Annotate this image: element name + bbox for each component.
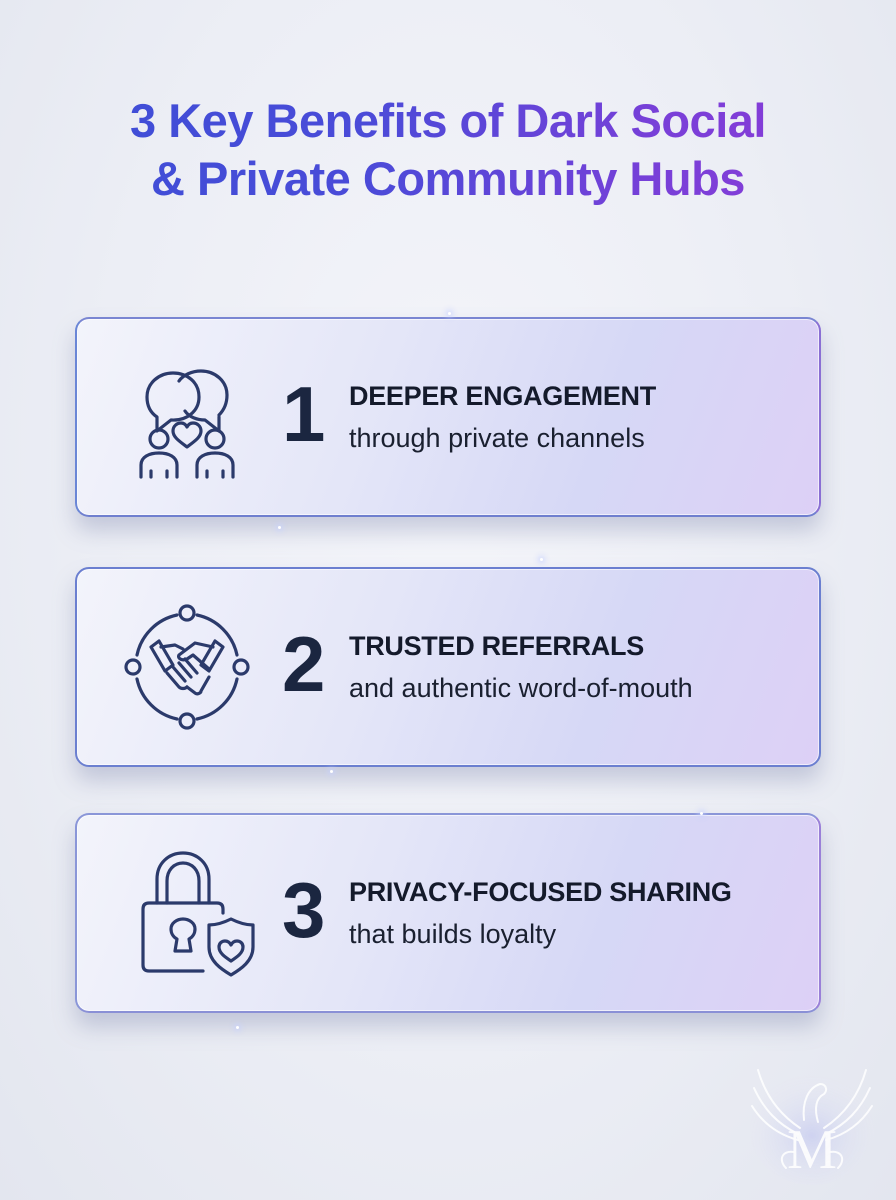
benefit-number: 1 bbox=[282, 370, 326, 458]
svg-text:M: M bbox=[787, 1119, 837, 1181]
benefit-heading: TRUSTED REFERRALS bbox=[349, 631, 644, 661]
benefit-subtext: that builds loyalty bbox=[349, 919, 557, 949]
page-title: 3 Key Benefits of Dark Social & Private … bbox=[0, 92, 896, 208]
sparkle-decoration bbox=[700, 812, 703, 815]
padlock-shield-heart-icon bbox=[141, 851, 255, 977]
handshake-network-icon bbox=[124, 604, 250, 730]
sparkle-decoration bbox=[278, 526, 281, 529]
benefit-heading: DEEPER ENGAGEMENT bbox=[349, 381, 656, 411]
benefit-card-3: 3 PRIVACY-FOCUSED SHARING that builds lo… bbox=[75, 813, 821, 1013]
sparkle-decoration bbox=[330, 770, 333, 773]
sparkle-decoration bbox=[540, 558, 543, 561]
benefit-heading: PRIVACY-FOCUSED SHARING bbox=[349, 877, 732, 907]
benefit-number: 2 bbox=[282, 620, 326, 708]
chat-bubbles-people-heart-icon bbox=[139, 369, 235, 479]
title-line-2: & Private Community Hubs bbox=[151, 152, 745, 205]
benefit-number: 3 bbox=[282, 866, 326, 954]
benefit-card-2: 2 TRUSTED REFERRALS and authentic word-o… bbox=[75, 567, 821, 767]
phoenix-wings-logo: M bbox=[750, 1069, 874, 1185]
benefit-subtext: and authentic word-of-mouth bbox=[349, 673, 693, 703]
benefit-card-1: 1 DEEPER ENGAGEMENT through private chan… bbox=[75, 317, 821, 517]
title-line-1: 3 Key Benefits of Dark Social bbox=[130, 94, 766, 147]
sparkle-decoration bbox=[448, 312, 451, 315]
benefit-subtext: through private channels bbox=[349, 423, 645, 453]
sparkle-decoration bbox=[236, 1026, 239, 1029]
